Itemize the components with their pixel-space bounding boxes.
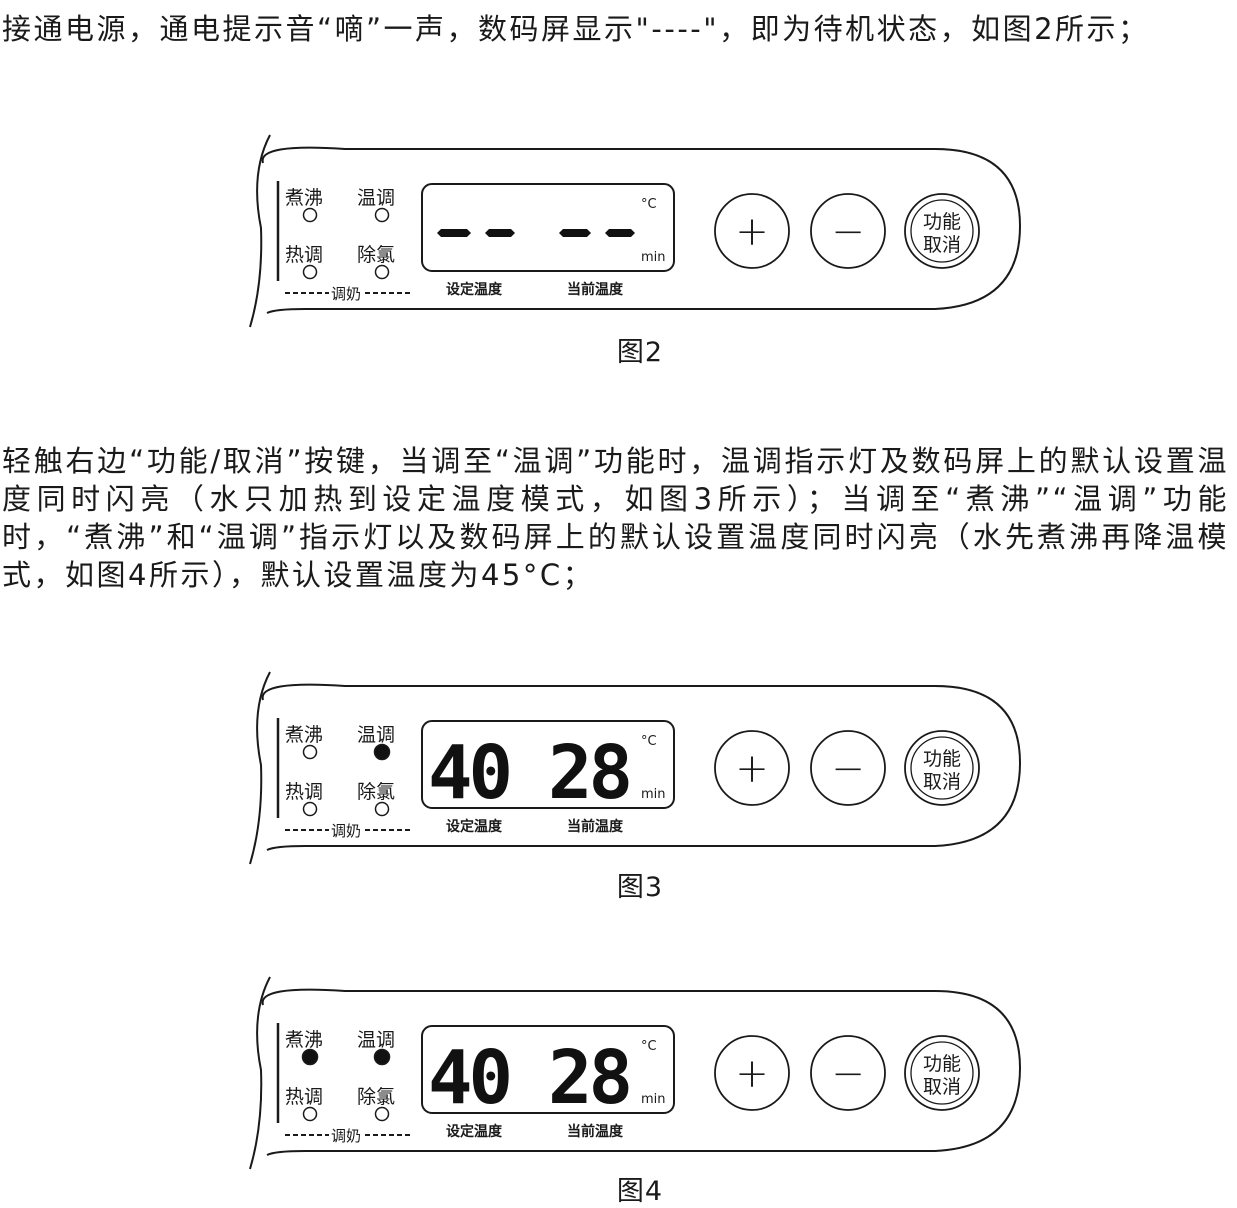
- milk-label: 调奶: [331, 822, 361, 840]
- dechlorine-indicator: [374, 264, 390, 280]
- cancel-label: 取消: [923, 1076, 961, 1098]
- heat-adjust-indicator: [302, 1106, 318, 1122]
- figure-caption-4: 图4: [616, 1176, 664, 1207]
- boil-indicator: [302, 744, 318, 760]
- set-temperature-readout: 40: [428, 1035, 510, 1121]
- panel-outline: [249, 976, 271, 1170]
- dash-segment: [605, 229, 635, 237]
- temp-adjust-label: 温调: [357, 187, 395, 209]
- panel-drawing: 煮沸 温调 热调 除氯 调奶 40 28 °C min 设定温度 当前温度 +: [249, 976, 1022, 1170]
- digital-display: [421, 1025, 675, 1114]
- plus-icon: +: [735, 1051, 769, 1097]
- control-panel-figure-4: 煮沸 温调 热调 除氯 调奶 40 28 °C min 设定温度 当前温度 +: [245, 975, 1030, 1170]
- temp-adjust-label: 温调: [357, 1029, 395, 1051]
- function-cancel-button[interactable]: 功能 取消: [904, 193, 980, 269]
- dechlorine-indicator: [374, 1106, 390, 1122]
- boil-label: 煮沸: [285, 187, 323, 209]
- minus-icon: −: [831, 1051, 865, 1097]
- digital-display: [421, 720, 675, 809]
- temp-adjust-indicator: [373, 743, 391, 761]
- function-label: 功能: [923, 211, 961, 233]
- heat-adjust-label: 热调: [285, 244, 323, 266]
- minute-unit: min: [641, 250, 666, 265]
- minute-unit: min: [641, 787, 666, 802]
- minus-icon: −: [831, 746, 865, 792]
- set-temperature-label: 设定温度: [446, 1123, 503, 1140]
- function-cancel-button[interactable]: 功能 取消: [904, 730, 980, 806]
- temp-adjust-indicator: [373, 1048, 391, 1066]
- plus-icon: +: [735, 746, 769, 792]
- cancel-label: 取消: [923, 771, 961, 793]
- milk-label: 调奶: [331, 285, 361, 303]
- dechlorine-label: 除氯: [357, 1086, 395, 1108]
- panel-outline: [249, 671, 271, 865]
- cancel-label: 取消: [923, 234, 961, 256]
- digital-display: [421, 183, 675, 272]
- dash-segment: [485, 229, 515, 237]
- control-panel-figure-2: 煮沸 温调 热调 除氯 调奶 -- -- °C min 设定温度 当前温度 +: [245, 133, 1030, 328]
- temp-adjust-label: 温调: [357, 724, 395, 746]
- dechlorine-label: 除氯: [357, 244, 395, 266]
- minus-icon: −: [831, 209, 865, 255]
- figure-caption-2: 图2: [616, 337, 664, 368]
- boil-indicator: [302, 207, 318, 223]
- display-standby-dashes: [437, 229, 635, 237]
- current-temperature-label: 当前温度: [567, 1123, 624, 1140]
- current-temperature-readout: 28: [548, 1035, 629, 1121]
- dash-segment: [437, 229, 471, 237]
- dechlorine-label: 除氯: [357, 781, 395, 803]
- boil-label: 煮沸: [285, 1029, 323, 1051]
- function-label: 功能: [923, 748, 961, 770]
- minus-button[interactable]: −: [810, 193, 886, 269]
- heat-adjust-label: 热调: [285, 1086, 323, 1108]
- panel-body: [261, 146, 1022, 314]
- heat-adjust-indicator: [302, 801, 318, 817]
- heat-adjust-label: 热调: [285, 781, 323, 803]
- panel-outline: [249, 134, 271, 328]
- panel-body: [261, 683, 1022, 851]
- instruction-paragraph-modes: 轻触右边“功能/取消”按键，当调至“温调”功能时，温调指示灯及数码屏上的默认设置…: [2, 444, 1229, 592]
- temp-adjust-indicator: [374, 207, 390, 223]
- plus-button[interactable]: +: [714, 1035, 790, 1111]
- function-label: 功能: [923, 1053, 961, 1075]
- current-temperature-label: 当前温度: [567, 281, 624, 298]
- celsius-unit: °C: [641, 1039, 657, 1054]
- figure-caption-3: 图3: [616, 872, 664, 903]
- minute-unit: min: [641, 1092, 666, 1107]
- panel-drawing: 煮沸 温调 热调 除氯 调奶 40 28 °C min 设定温度 当前温度 +: [249, 671, 1022, 865]
- boil-label: 煮沸: [285, 724, 323, 746]
- instruction-paragraph-standby: 接通电源，通电提示音“嘀”一声，数码屏显示"----"，即为待机状态，如图2所示…: [2, 12, 1150, 46]
- control-panel-figure-3: 煮沸 温调 热调 除氯 调奶 40 28 °C min 设定温度 当前温度 +: [245, 670, 1030, 865]
- milk-label: 调奶: [331, 1127, 361, 1145]
- plus-button[interactable]: +: [714, 730, 790, 806]
- boil-indicator: [301, 1048, 319, 1066]
- plus-icon: +: [735, 209, 769, 255]
- set-temperature-readout: 40: [428, 730, 510, 816]
- set-temperature-label: 设定温度: [446, 281, 503, 298]
- dash-segment: [559, 229, 591, 237]
- panel-body: [261, 988, 1022, 1156]
- minus-button[interactable]: −: [810, 730, 886, 806]
- plus-button[interactable]: +: [714, 193, 790, 269]
- celsius-unit: °C: [641, 197, 657, 212]
- minus-button[interactable]: −: [810, 1035, 886, 1111]
- current-temperature-readout: 28: [548, 730, 629, 816]
- dechlorine-indicator: [374, 801, 390, 817]
- panel-drawing: 煮沸 温调 热调 除氯 调奶 -- -- °C min 设定温度 当前温度 +: [249, 134, 1022, 328]
- celsius-unit: °C: [641, 734, 657, 749]
- function-cancel-button[interactable]: 功能 取消: [904, 1035, 980, 1111]
- heat-adjust-indicator: [302, 264, 318, 280]
- current-temperature-label: 当前温度: [567, 818, 624, 835]
- set-temperature-label: 设定温度: [446, 818, 503, 835]
